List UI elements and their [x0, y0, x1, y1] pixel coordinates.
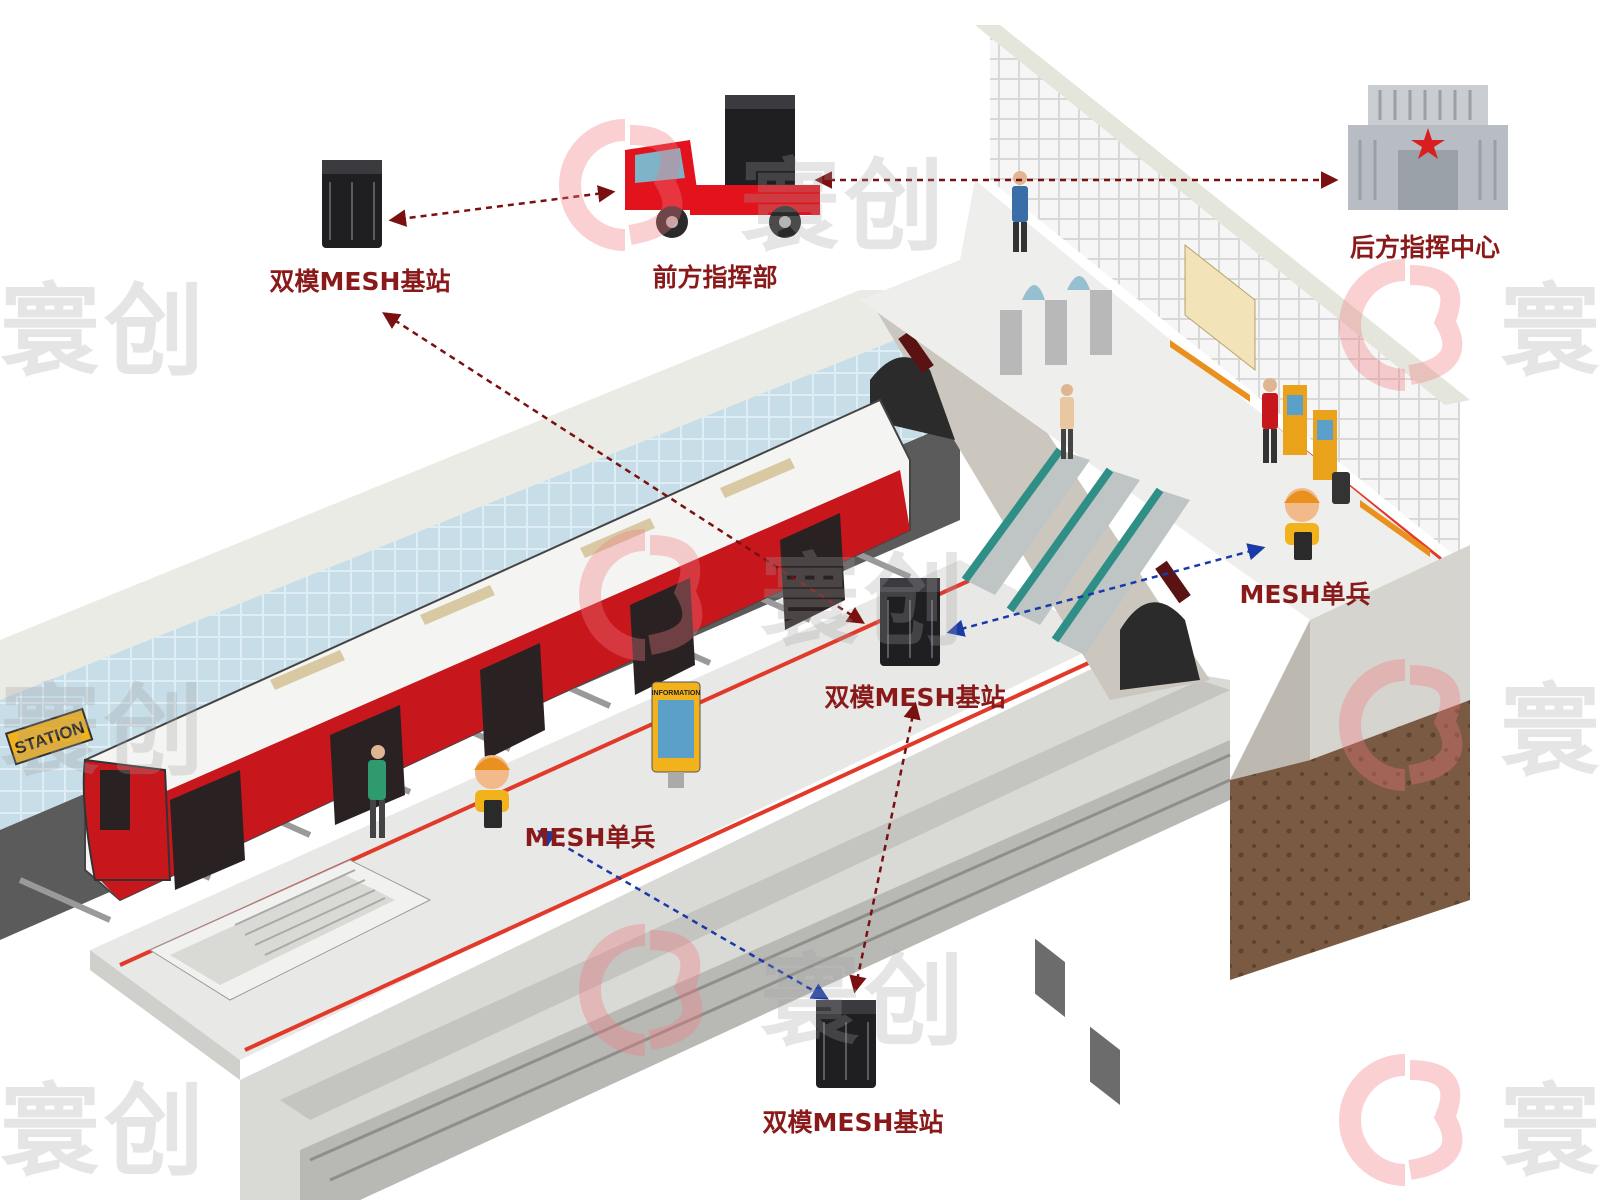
watermark-text: 寰创	[0, 1073, 208, 1190]
ticket-window-1	[1035, 938, 1065, 1018]
benches	[1170, 340, 1430, 557]
concourse-wall-top	[975, 25, 1470, 405]
watermark-text-edge: 寰创	[1500, 673, 1600, 790]
concourse-slab	[1230, 620, 1310, 780]
clock-lower	[1155, 560, 1191, 604]
base-station-device-middle	[880, 578, 940, 666]
mesh-soldier-left-figure	[474, 755, 510, 828]
link-truck-top-base	[388, 185, 616, 227]
link-top-base-middle-base	[382, 312, 865, 624]
label-forward-command: 前方指挥部	[652, 263, 778, 292]
information-kiosk: INFORMATION	[651, 681, 701, 788]
watermark-logo	[1339, 659, 1463, 791]
passenger-ticket-machine	[1262, 378, 1278, 463]
fare-gates	[1000, 276, 1112, 375]
red-star-icon	[1411, 128, 1445, 159]
passenger-concourse	[1060, 384, 1074, 459]
links	[382, 171, 1339, 1000]
command-truck	[625, 95, 820, 238]
ticket-machines	[1283, 385, 1337, 480]
link-middle-base-right-soldier	[946, 543, 1266, 637]
watermark-text: 寰创	[760, 943, 968, 1060]
ticket-window-2	[1090, 1026, 1120, 1106]
wall-map	[1184, 243, 1256, 372]
label-mesh-base-station-top: 双模MESH基站	[269, 267, 451, 296]
stairwell	[148, 859, 432, 1001]
link-left-soldier-bottom-base	[536, 830, 830, 1000]
tunnel-opening-upper	[870, 357, 955, 440]
base-station-device-bottom	[816, 1000, 876, 1088]
label-mesh-base-station-middle: 双模MESH基站	[824, 683, 1006, 712]
link-middle-base-bottom-base	[849, 701, 921, 994]
label-rear-command-center: 后方指挥中心	[1349, 233, 1501, 262]
luggage	[1332, 472, 1350, 504]
watermark-logo	[559, 119, 683, 251]
base-station-device-top	[322, 160, 382, 248]
information-kiosk-text: INFORMATION	[652, 690, 701, 697]
watermark-text: 寰创	[760, 543, 968, 660]
label-mesh-base-station-bottom: 双模MESH基站	[762, 1108, 944, 1137]
watermark-text-edge: 寰创	[1500, 1073, 1600, 1190]
clock-upper	[898, 330, 934, 374]
watermark-logo	[1339, 259, 1463, 391]
watermark-logo	[1339, 1054, 1463, 1186]
watermark-logo	[579, 529, 703, 661]
platform-edge	[90, 950, 240, 1080]
watermark-text: 寰创	[0, 273, 208, 390]
mesh-soldier-right-figure	[1284, 488, 1320, 560]
label-mesh-single-soldier-right: MESH单兵	[1239, 580, 1371, 609]
watermark-text-edge: 寰创	[1500, 273, 1600, 390]
label-mesh-single-soldier-left: MESH单兵	[524, 823, 656, 852]
watermark-logo	[579, 924, 703, 1056]
command-center-building	[1348, 85, 1508, 210]
passenger-green	[368, 745, 386, 838]
concourse-soil	[1230, 700, 1470, 980]
tunnel-opening-lower	[1120, 602, 1200, 690]
watermark-text: 寰创	[0, 673, 208, 790]
watermark-text: 寰创	[740, 148, 948, 265]
concourse-side-wall	[1310, 545, 1470, 760]
